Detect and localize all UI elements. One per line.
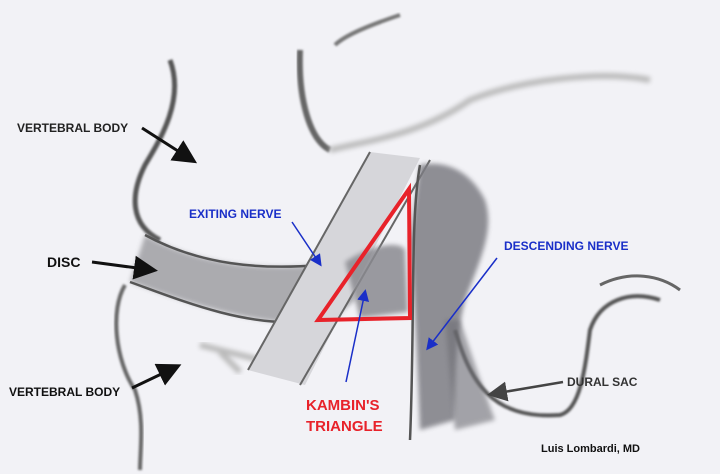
upper-vertebral-body [132,13,651,243]
credit-text: Luis Lombardi, MD [541,443,640,455]
kambins-triangle [314,182,413,323]
label-kambin-line2: TRIANGLE [306,418,383,435]
arrow-descending-nerve [426,257,498,351]
label-kambin-line1: KAMBIN'S [306,397,380,414]
label-disc: DISC [47,254,80,270]
dural-sac [445,274,681,430]
label-vertebral-body-bottom: VERTEBRAL BODY [9,385,120,399]
label-descending-nerve: DESCENDING NERVE [504,239,628,253]
arrow-exiting-nerve [291,221,322,267]
label-dural-sac: DURAL SAC [567,375,638,389]
arrow-vertebral-body-bottom [131,363,182,390]
arrow-disc [91,255,158,280]
lower-vertebral-body [114,283,261,471]
label-exiting-nerve: EXITING NERVE [189,207,281,221]
arrow-vertebral-body-top [141,126,198,164]
label-vertebral-body-top: VERTEBRAL BODY [17,121,128,135]
arrow-kambin [345,289,370,383]
arrow-dural-sac [487,380,564,402]
